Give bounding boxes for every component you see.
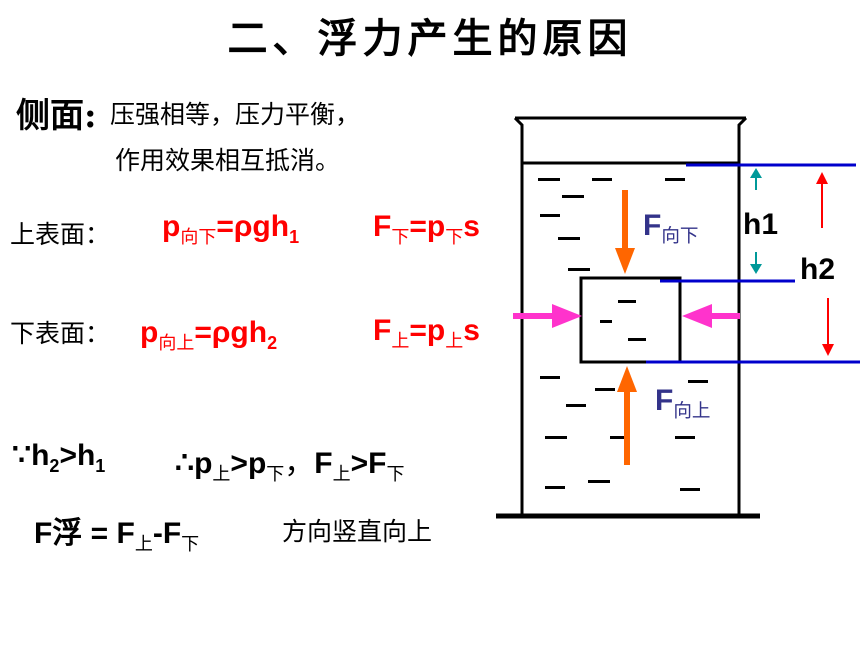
therefore-sub2: 下 [266,464,285,485]
block-dashes [600,300,646,341]
lower-surface-label: 下表面： [10,319,111,348]
lower-p-sub: 向上 [158,333,195,354]
h2-label: h2 [800,253,836,286]
buoyancy-f-sub2: 下 [181,534,200,555]
therefore-f-gt: >F [350,447,387,480]
force-up-f: F [655,384,674,417]
force-down-arrow [615,190,635,274]
upper-f-sub2: 下 [445,227,464,248]
lower-p-sub2: 2 [267,333,278,353]
therefore-f: F [314,447,333,480]
upper-force-formula: F下=p下s [373,210,480,249]
buoyancy-f-sub: 上 [134,534,153,555]
lower-force-formula: F上=p上s [373,314,480,353]
lower-p-eq: =ρgh [194,316,268,349]
therefore-comma: ， [284,446,315,481]
lower-p-var: p [140,316,159,349]
side-heading: 侧面: [16,96,97,136]
buoyancy-formula: F浮 = F上-F下 [34,508,199,556]
force-down-label: F向下 [641,209,701,248]
force-up-sub: 向上 [673,401,711,422]
upper-f-eq: =p [409,210,446,243]
lower-f-sub: 上 [391,331,410,352]
side-pressure-arrow-left [513,304,582,328]
page-title: 二、浮力产生的原因 [227,15,633,62]
buoyancy-direction: 方向竖直向上 [282,517,433,546]
upper-pressure-formula: p向下=ρgh1 [162,210,299,249]
upper-p-var: p [162,210,181,243]
therefore-sub: 上 [212,464,231,485]
side-pressure-arrow-right [682,304,740,328]
beaker [496,116,760,519]
lower-f-var: F [373,314,392,347]
lower-pressure-formula: p向上=ρgh2 [140,316,277,355]
force-down-sub: 向下 [661,226,699,247]
upper-f-end: s [463,210,480,243]
because-text: ∵h [12,439,50,472]
therefore-text: ∴p [175,447,213,480]
because-statement: ∵h2>h1 [12,438,105,477]
buoyancy-minus: -F [152,517,182,550]
upper-surface-label: 上表面： [10,220,111,249]
upper-f-var: F [373,210,392,243]
upper-p-sub2: 1 [289,227,300,247]
because-gt: >h [59,439,96,472]
lower-f-eq: =p [409,314,446,347]
therefore-gt: >p [230,447,267,480]
force-up-arrow [617,366,637,465]
lower-f-sub2: 上 [445,331,464,352]
side-line-2: 作用效果相互抵消。 [115,146,341,175]
h2-dimension-arrows [816,172,834,356]
h1-label: h1 [743,208,779,241]
because-sub2: 1 [95,456,106,476]
therefore-f-sub2: 下 [386,464,405,485]
therefore-statement: ∴p上>p下，F上>F下 [175,438,404,486]
submerged-block [579,276,682,364]
force-down-f: F [643,209,662,242]
buoyancy-f: F浮 = F [34,517,135,550]
because-sub: 2 [49,456,60,476]
therefore-f-sub: 上 [332,464,351,485]
upper-f-sub: 下 [391,227,410,248]
lower-f-end: s [463,314,480,347]
side-line-1: 压强相等，压力平衡， [110,100,361,129]
upper-p-eq: =ρgh [216,210,290,243]
upper-p-sub: 向下 [180,227,217,248]
water-dashes [538,178,708,491]
h1-dimension-arrows [750,168,762,274]
force-up-label: F向上 [653,384,713,423]
